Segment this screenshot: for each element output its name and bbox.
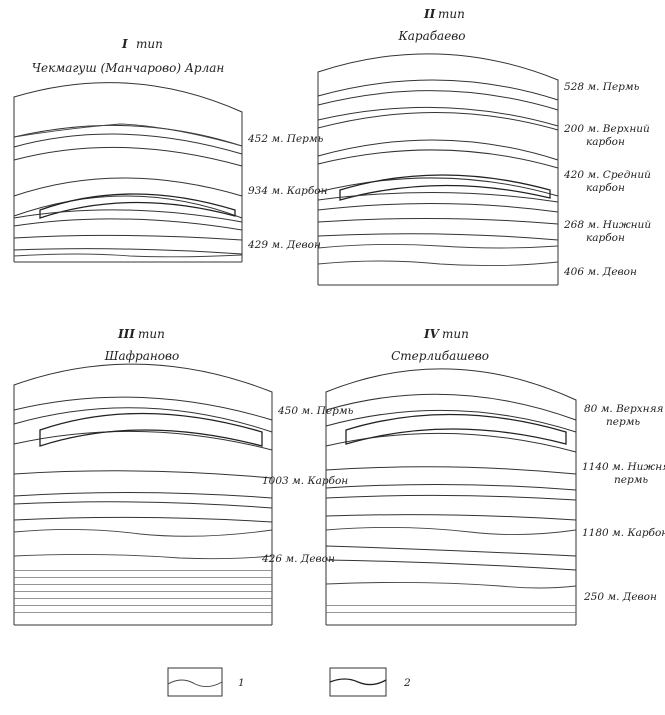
legend-swatch-1 <box>167 667 223 697</box>
panel-2-label-perm: 528 м. Пермь <box>564 81 640 93</box>
panel-2-label-devon: 406 м. Девон <box>563 266 637 278</box>
panel-1-carbon-limestone <box>13 177 243 219</box>
panel-4-wavy-1 <box>325 526 577 536</box>
panel-3-label-perm: 450 м. Пермь <box>277 405 354 417</box>
panel-2-upper-carbon <box>317 112 559 161</box>
panel-1-location: Чекмагуш (Манчарово) Арлан <box>32 61 225 75</box>
panel-4-carbon-lower <box>325 545 577 571</box>
panel-4-wavy-2 <box>325 581 577 589</box>
panel-2-perm-layer <box>317 53 559 101</box>
panel-2-cross-band <box>317 192 559 213</box>
panel-3-perm-layer <box>13 363 273 421</box>
panel-2-label-upper-carbon: 200 м. Верхний <box>563 123 650 135</box>
legend-swatch-2-wave <box>329 678 387 686</box>
panel-4-label-upper-perm: 80 м. Верхняя <box>584 403 664 415</box>
panel-2-type-word: тип <box>438 7 465 21</box>
panel-2-wavy-1 <box>317 243 559 249</box>
panel-4-reservoir <box>345 413 567 445</box>
panel-2-reservoir <box>339 174 551 201</box>
panel-3-carbon-lines <box>13 501 273 523</box>
panel-2-label-middle-carbon: 420 м. Средний <box>563 169 651 181</box>
panel-3-perm-lower <box>13 407 273 451</box>
panel-type-4: IV тип Стерлибашево 80 м. Верхняя пермь … <box>325 327 665 626</box>
panel-1-label-devon: 429 м. Девон <box>247 239 321 251</box>
panel-3-type-word: тип <box>138 327 165 341</box>
panel-4-devon-layer <box>326 600 576 618</box>
panel-4-label-devon: 250 м. Девон <box>583 591 657 603</box>
panel-4-label-upper-perm-2: пермь <box>606 416 640 428</box>
panel-1-limestone-band <box>13 133 243 167</box>
panel-2-label-upper-carbon-2: карбон <box>586 136 625 148</box>
legend-swatch-1-wave <box>167 679 223 687</box>
panel-1-type-number: I <box>121 37 128 51</box>
panel-4-label-lower-perm: 1140 м. Нижняя <box>582 461 665 473</box>
legend-label-2: 2 <box>403 677 411 689</box>
panel-3-reservoir <box>39 412 263 447</box>
panel-4-label-lower-perm-2: пермь <box>614 474 648 486</box>
panel-4-location: Стерлибашево <box>391 349 489 363</box>
panel-4-lower-perm <box>325 409 577 453</box>
panel-2-label-lower-carbon-2: карбон <box>586 232 625 244</box>
panel-4-upper-perm <box>325 368 577 421</box>
panel-3-type-number: III <box>117 327 135 341</box>
panel-4-cross-band <box>325 466 577 491</box>
panel-4-carbon-lines <box>325 494 577 521</box>
panel-1-label-carbon: 934 м. Карбон <box>248 185 328 197</box>
panel-1-devon-layer <box>13 234 243 255</box>
panel-4-type-number: IV <box>423 327 441 341</box>
panel-3-wavy-1 <box>13 528 273 537</box>
panel-2-wavy-2 <box>317 260 559 267</box>
panel-3-wavy-2 <box>13 553 273 560</box>
panel-1-type-word: тип <box>136 37 163 51</box>
panel-4-type-word: тип <box>442 327 469 341</box>
panel-1-perm-layer <box>13 82 243 147</box>
panel-3-carbon-cross <box>13 470 273 499</box>
panel-2-perm-lower <box>317 90 559 127</box>
panel-3-devon-layer <box>14 566 272 618</box>
panel-type-2: II тип Карабаево 528 м. Пермь 200 м. Вер… <box>317 7 651 286</box>
panel-2-label-middle-carbon-2: карбон <box>586 182 625 194</box>
panel-1-cross-band <box>13 209 243 231</box>
panel-3-label-devon: 426 м. Девон <box>261 553 335 565</box>
panel-1-carbon-reservoir <box>39 193 236 219</box>
panel-1-label-perm: 452 м. Пермь <box>247 133 324 145</box>
panel-type-1: I тип Чекмагуш (Манчарово) Арлан 452 м. … <box>13 37 328 263</box>
panel-2-lower-carbon <box>317 217 559 241</box>
panel-3-location: Шафраново <box>104 349 179 363</box>
panel-2-middle-carbon <box>317 149 559 197</box>
panel-3-label-carbon: 1003 м. Карбон <box>262 475 348 487</box>
panel-4-label-carbon: 1180 м. Карбон <box>582 527 665 539</box>
legend-label-1: 1 <box>238 677 245 689</box>
panel-2-label-lower-carbon: 268 м. Нижний <box>563 219 651 231</box>
panel-2-location: Карабаево <box>397 29 465 43</box>
legend: 1 2 <box>167 667 411 697</box>
panel-2-type-number: II <box>423 7 436 21</box>
panel-1-devon-wavy <box>13 253 243 258</box>
panel-1-perm-base <box>13 123 243 147</box>
panel-type-3: III тип Шафраново 450 м. Пермь 1003 м. К… <box>13 327 354 626</box>
